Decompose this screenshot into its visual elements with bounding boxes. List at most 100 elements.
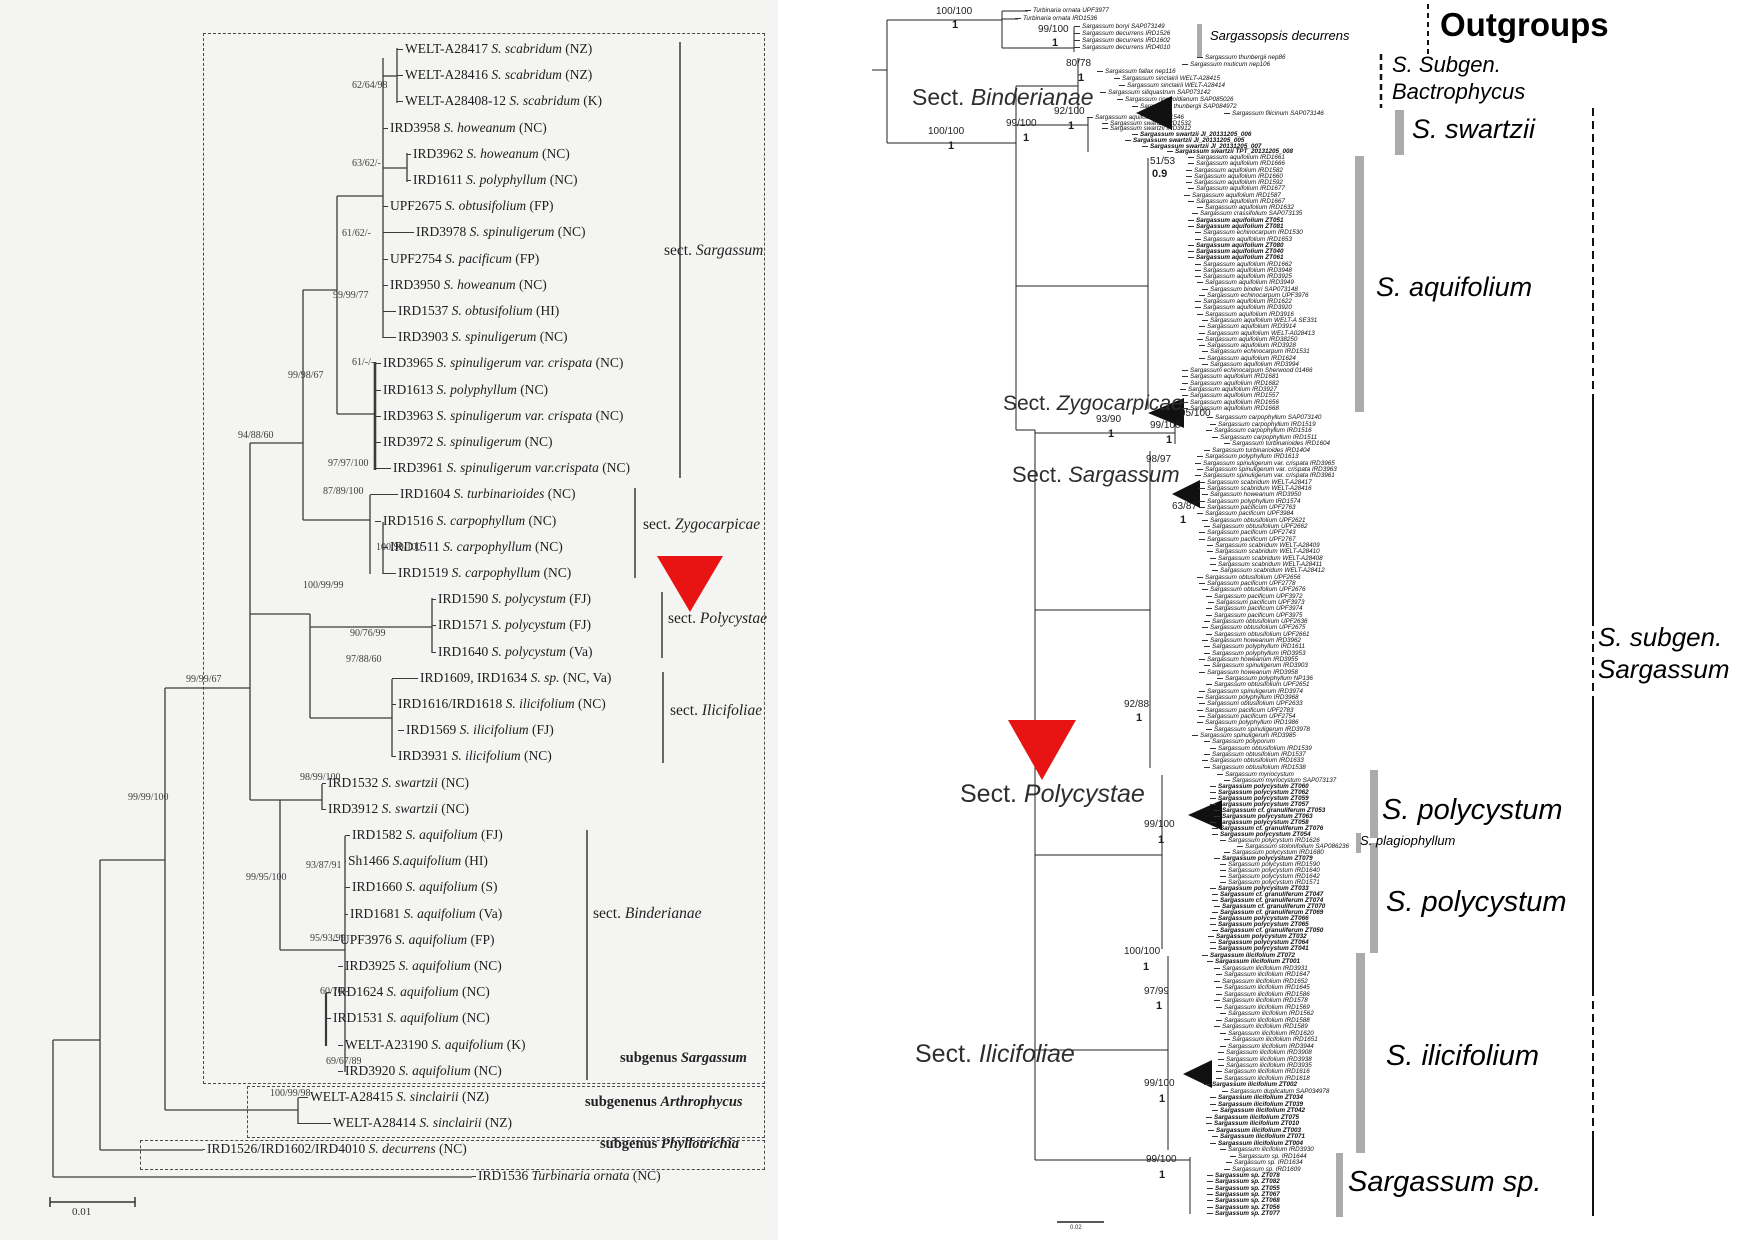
collapsed-clade-icon [1172, 480, 1200, 508]
taxon-label: Sargassum pacificum UPF2778 [1207, 580, 1296, 587]
taxon-label: Sargassum obtusifolium UPF2621 [1210, 517, 1306, 524]
branch-line [1199, 691, 1205, 692]
taxon-label: IRD1569 S. ilicifolium (FJ) [406, 722, 554, 737]
taxon-label: IRD3961 S. spinuligerum var.crispata (NC… [393, 460, 631, 475]
branch-line [1204, 653, 1210, 654]
branch-line [345, 887, 350, 888]
support-value: 100/100 [936, 6, 973, 17]
taxon-label: Sargassum decurrens IRD4010 [1082, 44, 1171, 51]
subgenus-sargassum-box [203, 33, 765, 1084]
branch-line [383, 337, 396, 338]
taxon-label: Sargassum aquifolium IRD1557 [1190, 392, 1279, 399]
taxon-label: Sargassum myriocystum SAP073137 [1232, 777, 1337, 784]
branch-line [1220, 1013, 1226, 1014]
branch-line [1206, 430, 1212, 431]
taxon-label: Sargassum ilicifolium ZT002 [1212, 1081, 1298, 1088]
taxon-label: IRD3931 S. ilicifolium (NC) [398, 748, 552, 763]
support-value: 1 [1143, 961, 1150, 973]
taxon-label: Sargassum carpophyllum SAP073140 [1215, 414, 1322, 421]
taxon-label: Sargassum sp. IRD1644 [1238, 1153, 1307, 1160]
taxon-label: IRD1613 S. polyphyllum (NC) [383, 382, 548, 397]
taxon-label: Sargassum sp. ZT067 [1215, 1191, 1280, 1198]
taxon-label: Sargassum polycystum ZT054 [1220, 831, 1311, 838]
branch-line [1210, 558, 1216, 559]
branch-line [326, 1018, 331, 1019]
taxon-label: Sargassum pacificum UPF2743 [1207, 529, 1296, 536]
support-value: 100/100 [1124, 946, 1161, 957]
branch-line [392, 704, 396, 705]
taxon-label: Sargassum ilicifolium ZT042 [1220, 1107, 1306, 1114]
branch-line [375, 442, 381, 443]
taxon-label: Sargassum aquifolium IRD1546 [1095, 114, 1184, 121]
taxon-label: Sargassum howeanum IRD3962 [1210, 637, 1302, 644]
taxon-label: Sargassum obtusifolium IRD1633 [1210, 757, 1304, 764]
branch-line [1208, 602, 1214, 603]
clade-marker-bars [1197, 24, 1404, 1217]
taxon-label: IRD1582 S. aquifolium (FJ) [352, 827, 503, 842]
taxon-label: IRD3950 S. howeanum (NC) [390, 277, 547, 292]
taxon-label: Sargassum polycystum ZT041 [1218, 945, 1309, 952]
taxon-label: Sargassum howeanum IRD3958 [1207, 669, 1299, 676]
taxon-label: Sargassum aquifolium IRD3994 [1210, 361, 1299, 368]
taxon-label: Sargassum aquifolium IRD1677 [1196, 185, 1285, 192]
branch-line [1125, 140, 1131, 141]
taxon-label: Sargassum turbinarioides IRD1404 [1212, 447, 1311, 454]
branch-line [345, 861, 346, 862]
branch-line [1142, 146, 1148, 147]
taxon-label: Sargassum polycystum ZT059 [1218, 795, 1309, 802]
taxon-label: Sargassum pacificum UPF3973 [1216, 599, 1305, 606]
taxon-label: Sargassum aquifolium IRD1656 [1190, 399, 1279, 406]
support-value: 1 [952, 19, 959, 31]
branch-line [1199, 532, 1205, 533]
right-scale-label: 0.02 [1070, 1225, 1082, 1231]
branch-line [1199, 333, 1205, 334]
taxon-label: IRD1604 S. turbinarioides (NC) [400, 486, 576, 501]
branch-line [1182, 408, 1188, 409]
branch-line [1197, 314, 1203, 315]
group-separator-lines [1379, 4, 1594, 1216]
branch-line [1207, 1213, 1213, 1214]
branch-line [1208, 1130, 1214, 1131]
taxon-label: Sargassum obtusifolium UPF2636 [1212, 618, 1308, 625]
branch-line [1182, 395, 1188, 396]
taxon-label: Sargassum crassifolium SAP073135 [1200, 210, 1303, 217]
clade-label: S. ilicifolium [1386, 1040, 1540, 1072]
branch-line [1087, 117, 1093, 118]
taxon-label: Sargassum binderi SAP073148 [1210, 286, 1298, 293]
support-value: 90/76/99 [350, 628, 386, 639]
branch-line [298, 1097, 308, 1098]
subgenus-label: subgenenus Arthrophycus [585, 1094, 743, 1110]
branch-line [1204, 741, 1210, 742]
support-value: 99/100 [1038, 24, 1069, 35]
branch-line [383, 259, 388, 260]
taxon-label: Sargassum polycystum ZT033 [1218, 885, 1309, 892]
taxon-label: Sargassum decurrens IRD1526 [1082, 30, 1171, 37]
branch-line [1192, 735, 1198, 736]
taxon-label: Sargassum scabridum WELT-A28412 [1220, 567, 1325, 574]
taxon-label: Sargassum aquifolium IRD3925 [1203, 273, 1292, 280]
taxon-label: Sargassum obtusifolium UPF2662 [1212, 523, 1308, 530]
support-value: 1 [1108, 428, 1115, 440]
branch-line [1199, 716, 1205, 717]
branch-line [1114, 78, 1120, 79]
branch-line [1217, 774, 1223, 775]
taxon-label: Sargassum swartzii IRD1532 [1110, 120, 1192, 127]
branch-line [1197, 697, 1203, 698]
taxon-label: Sargassum ilicifolium IRD3938 [1226, 1056, 1312, 1063]
branch-line [1206, 1117, 1212, 1118]
taxon-label: Sargassum ilicifolium IRD3931 [1222, 965, 1308, 972]
taxon-label: Sargassum ilicifolium ZT039 [1218, 1101, 1304, 1108]
branch-line [1204, 665, 1210, 666]
branch-line [1224, 1169, 1230, 1170]
support-value: 80/78 [1066, 58, 1092, 69]
taxon-label: UPF2754 S. pacificum (FP) [390, 251, 540, 266]
branch-line [1207, 545, 1213, 546]
taxon-label: Sargassum ilicifolium ZT075 [1214, 1114, 1300, 1121]
support-value: 98/97 [1146, 454, 1172, 465]
branch-line [1214, 1000, 1220, 1001]
taxon-label: IRD1640 S. polycystum (Va) [438, 644, 593, 659]
branch-line [1210, 918, 1216, 919]
taxon-label: Sargassum pacificum UPF3984 [1205, 510, 1294, 517]
support-value: 1 [1180, 514, 1187, 526]
branch-line [1210, 888, 1216, 889]
